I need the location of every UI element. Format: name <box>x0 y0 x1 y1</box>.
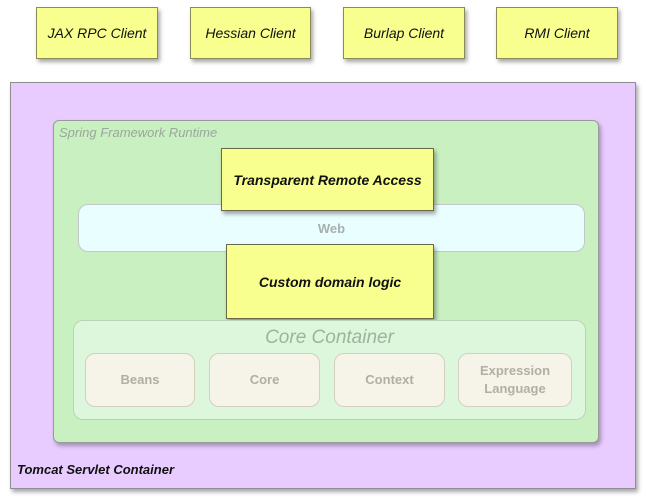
module-core: Core <box>209 353 320 407</box>
module-beans: Beans <box>85 353 195 407</box>
web-label: Web <box>317 220 346 236</box>
client-label: RMI Client <box>524 25 590 41</box>
custom-domain-logic-box: Custom domain logic <box>226 244 434 319</box>
client-rmi: RMI Client <box>496 7 618 59</box>
client-burlap: Burlap Client <box>343 7 465 59</box>
client-label: JAX RPC Client <box>47 25 147 41</box>
core-container-title: Core Container <box>265 327 394 348</box>
client-label: Burlap Client <box>363 25 445 41</box>
module-label: Expression Language <box>479 363 551 396</box>
client-label: Hessian Client <box>205 25 296 41</box>
client-hessian: Hessian Client <box>190 7 311 59</box>
domain-logic-label: Custom domain logic <box>258 273 402 290</box>
transparent-remote-access-box: Transparent Remote Access <box>221 148 434 211</box>
module-label: Context <box>365 372 414 388</box>
module-expression-language: Expression Language <box>458 353 572 407</box>
module-context: Context <box>334 353 445 407</box>
module-label: Core <box>249 372 280 388</box>
tomcat-label: Tomcat Servlet Container <box>17 462 175 477</box>
client-jax-rpc: JAX RPC Client <box>36 7 158 59</box>
spring-runtime-label: Spring Framework Runtime <box>59 125 218 140</box>
remote-access-label: Transparent Remote Access <box>233 171 422 188</box>
module-label: Beans <box>120 372 160 388</box>
